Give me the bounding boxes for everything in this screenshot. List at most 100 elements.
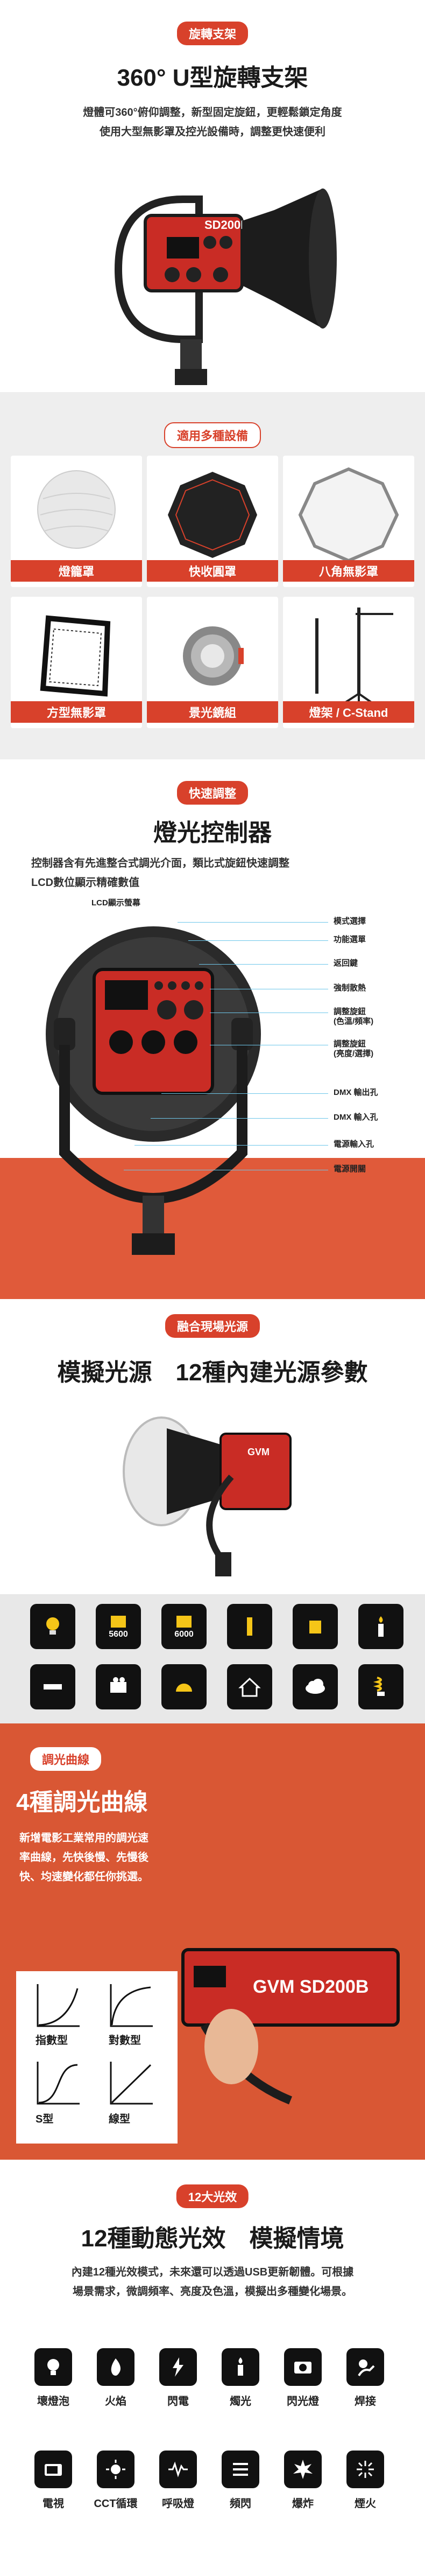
section-badge: 調光曲線 [30,1747,102,1771]
curve-label-logarithmic: 對數型 [109,2035,141,2047]
controller-section: 快速調整 燈光控制器 控制器含有先進整合式調光介面，類比式旋鈕快速調整 LCD數… [0,759,425,1299]
light-source-section: 融合現場光源 模擬光源 12種內建光源參數 GVM [0,1299,425,1594]
color-temp-6000-icon: 6000 [161,1604,207,1649]
camera-flash-icon [284,2348,322,2386]
section-desc-line3: 快、均速變化都任你挑選。 [19,1871,148,1883]
effect-label: CCT循環 [94,2498,138,2510]
curves-panel: 指數型 對數型 S型 線型 [16,1971,178,2144]
section-title: 4種調光曲線 [16,1789,148,1816]
light-effects-section: 12大光效 12種動態光效 模擬情境 內建12種光效模式，未來還可以透過USB更… [0,2160,425,2576]
section-desc-line2: LCD數位顯示精確數值 [31,877,140,889]
effect-label: 閃光燈 [287,2396,319,2407]
accessories-section: 適用多種設備 燈籠罩 快收圓罩 八角無影罩 方型無影罩 景光鏡組 燈架 / C-… [0,392,425,759]
strobe-icon [222,2451,259,2488]
broken-bulb-icon [34,2348,72,2386]
welding-icon [346,2348,384,2386]
accessory-card-lantern: 燈籠罩 [11,456,142,587]
callout-dmx-out: DMX 輸出孔 [334,1088,378,1097]
callout-line [134,1145,328,1146]
product-image: SD200B [86,178,339,393]
section-badge: 快速調整 [176,781,249,805]
accessory-card-parabolic: 快收圓罩 [147,456,278,587]
callout-dmx-in: DMX 輸入孔 [334,1113,378,1122]
curve-logarithmic-icon [110,1984,153,2027]
section-desc-line2: 率曲線，先快後慢、先慢後 [19,1852,148,1863]
controller-image [38,894,264,1298]
cct-6000-label: 6000 [174,1630,194,1639]
accessory-card-octabox: 八角無影罩 [283,456,414,587]
cfl-icon [358,1664,403,1709]
section-desc-line2: 場景需求，微調頻率、亮度及色溫，模擬出多種變化場景。 [73,2286,352,2298]
lantern-icon [293,1604,338,1649]
sunrise-icon [161,1664,207,1709]
accessory-label: 景光鏡組 [147,701,278,723]
section-badge: 適用多種設備 [164,422,261,448]
effect-label: 壞燈泡 [37,2396,69,2407]
accessory-label: 八角無影罩 [283,560,414,582]
effect-label: 爆炸 [292,2498,314,2510]
callout-line [161,1093,328,1094]
section-desc-line1: 內建12種光效模式，未來還可以透過USB更新韌體。可根據 [71,2266,354,2278]
breathing-icon [159,2451,197,2488]
section-desc-line2: 使用大型無影罩及控光設備時，調整更快速便利 [100,126,325,138]
accessory-card-fresnel: 景光鏡組 [147,597,278,728]
section-desc-line1: 控制器含有先進整合式調光介面，類比式旋鈕快速調整 [31,857,289,869]
svg-text:GVM SD200B: GVM SD200B [253,1977,369,1997]
explosion-icon [284,2451,322,2488]
flashlight-icon [30,1664,75,1709]
callout-power-switch: 電源開關 [334,1164,366,1174]
curve-label-exponential: 指數型 [36,2035,68,2047]
section-badge: 融合現場光源 [165,1314,260,1338]
product-image: GVM [118,1396,312,1579]
accessory-label: 燈籠罩 [11,560,142,582]
svg-text:GVM: GVM [247,1447,270,1457]
accessory-label: 燈架 / C-Stand [283,701,414,723]
callout-back: 返回鍵 [334,959,358,968]
tube-icon [227,1604,272,1649]
callout-line [151,1118,328,1119]
color-temp-5600-icon: 5600 [96,1604,141,1649]
fireworks-icon [346,2451,384,2488]
cct-cycle-icon [97,2451,134,2488]
section-badge: 12大光效 [176,2184,249,2208]
fire-icon [97,2348,134,2386]
accessory-card-softbox: 方型無影罩 [11,597,142,728]
product-image: GVM SD200B [172,1885,420,2133]
section-title: 360° U型旋轉支架 [117,65,308,91]
callout-power-in: 電源輸入孔 [334,1140,374,1149]
effect-label: 頻閃 [230,2498,251,2510]
section-title: 燈光控制器 [153,820,272,846]
curve-label-linear: 線型 [109,2113,130,2125]
effect-label: 閃電 [167,2396,189,2407]
candle-icon [222,2348,259,2386]
section-badge: 旋轉支架 [176,22,249,45]
light-source-icons: 5600 6000 [0,1594,425,1723]
callout-cooling: 強制散熱 [334,983,366,993]
dimming-curve-section: 調光曲線 4種調光曲線 新增電影工業常用的調光速 率曲線，先快後慢、先慢後 快、… [0,1723,425,2160]
callout-line [178,922,328,923]
effect-label: 呼吸燈 [162,2498,194,2510]
callout-menu: 功能選單 [334,935,366,944]
callout-knob-cct: 調整旋鈕(色溫/頻率) [334,1007,374,1026]
tv-icon [34,2451,72,2488]
section-title: 模擬光源 12種內建光源參數 [57,1359,368,1386]
curve-label-s: S型 [36,2113,54,2125]
rotating-stand-section: 旋轉支架 360° U型旋轉支架 燈體可360°俯仰調整，新型固定旋鈕，更輕鬆鎖… [0,0,425,392]
section-desc-line1: 燈體可360°俯仰調整，新型固定旋鈕，更輕鬆鎖定角度 [83,107,342,118]
effect-label: 焊接 [355,2396,376,2407]
cloud-icon [293,1664,338,1709]
effect-label: 火焰 [105,2396,126,2407]
effect-label: 燭光 [230,2396,251,2407]
callout-knob-brightness: 調整旋鈕(亮度/選擇) [334,1039,374,1058]
curve-s-icon [37,2062,80,2105]
callout-line [199,964,328,965]
accessory-card-cstand: 燈架 / C-Stand [283,597,414,728]
effect-label: 煙火 [355,2498,376,2510]
cct-5600-label: 5600 [109,1630,128,1639]
bulb-icon [30,1604,75,1649]
curve-linear-icon [110,2062,153,2105]
effect-label: 電視 [42,2498,64,2510]
callout-mode: 模式選擇 [334,917,366,926]
lcd-label: LCD顯示螢幕 [91,898,140,907]
accessory-label: 快收圓罩 [147,560,278,582]
